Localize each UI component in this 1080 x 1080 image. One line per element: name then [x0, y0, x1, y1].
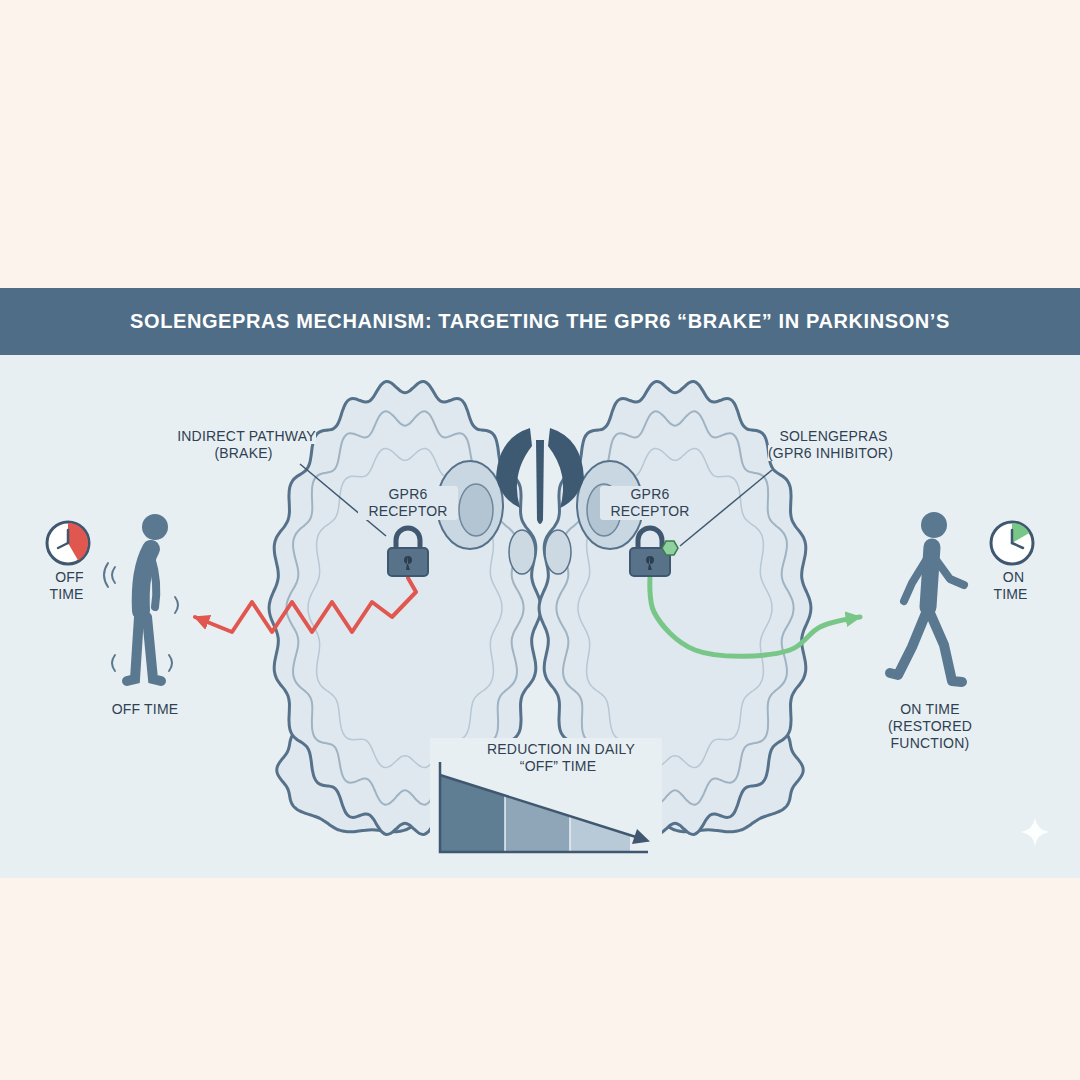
chart-area	[441, 776, 505, 851]
gyri-line	[578, 449, 772, 768]
clock-face	[991, 522, 1033, 564]
chart-title: REDUCTION IN DAILY “OFF” TIME	[484, 741, 635, 774]
panel-ground	[0, 355, 1080, 878]
clock-hand	[1012, 543, 1023, 548]
arm	[151, 557, 156, 607]
lock-shackle	[638, 528, 662, 550]
arm	[904, 557, 928, 601]
lock-body	[388, 548, 428, 576]
tremor-line	[169, 655, 172, 671]
clock-hand	[67, 530, 70, 543]
leg	[890, 613, 926, 675]
reduction-chart	[430, 738, 662, 862]
leg	[930, 613, 962, 682]
clock-wedge	[1012, 523, 1029, 543]
node-label: GPR6 RECEPTOR	[600, 486, 700, 520]
clock-label: OFF TIME	[49, 569, 86, 602]
person-on	[860, 505, 1000, 693]
clock-label: ON TIME	[993, 569, 1030, 602]
inhibitor-molecule	[662, 541, 678, 555]
receptor-lock	[620, 524, 680, 578]
trend-arrow	[440, 775, 636, 837]
trend-arrowhead	[632, 829, 650, 844]
head	[921, 512, 947, 538]
title-bar-text: SOLENGEPRAS MECHANISM: TARGETING THE GPR…	[0, 288, 1080, 355]
chart-ground	[430, 738, 662, 862]
putamen	[459, 484, 493, 536]
patient-node: OFF TIME	[95, 505, 195, 718]
node-label: OFF TIME	[109, 701, 182, 718]
chart-area	[505, 796, 570, 851]
receptor-node: GPR6 RECEPTOR	[600, 486, 700, 578]
on-clock	[991, 522, 1033, 564]
pathway-label: INDIRECT PATHWAY (BRAKE)	[174, 428, 316, 461]
chart-title-box: REDUCTION IN DAILY “OFF” TIME	[472, 741, 647, 775]
tremor-line	[104, 563, 108, 587]
drug-label-box: SOLENGEPRAS (GPR6 INHIBITOR)	[766, 428, 898, 462]
leg	[147, 617, 161, 681]
thalamus	[545, 530, 571, 574]
clock-label-box: ON TIME	[987, 569, 1037, 603]
arm	[934, 557, 964, 585]
ventricle	[548, 428, 584, 508]
pathway-label-box: INDIRECT PATHWAY (BRAKE)	[170, 428, 320, 462]
title-bar	[0, 288, 1080, 355]
drug-label: SOLENGEPRAS (GPR6 INHIBITOR)	[768, 428, 896, 461]
chart-divider	[504, 796, 506, 851]
pathway-arrow	[650, 578, 860, 656]
keyhole	[646, 556, 654, 570]
node-label: GPR6 RECEPTOR	[358, 486, 458, 520]
tremor-line	[112, 655, 115, 671]
brain-illustration	[269, 382, 811, 835]
person-off	[95, 505, 195, 693]
off-clock	[47, 522, 89, 564]
lock-shackle	[396, 528, 420, 550]
leg	[127, 617, 139, 681]
sparkle-mark	[1021, 818, 1049, 846]
clock-label-box: OFF TIME	[43, 569, 93, 603]
clock-face	[47, 522, 89, 564]
chart-divider	[569, 817, 571, 851]
patient-node: ON TIME (RESTORED FUNCTION)	[860, 505, 1000, 752]
thalamus	[509, 530, 535, 574]
tremor-line	[175, 597, 178, 613]
clock-hand	[58, 543, 68, 548]
clock-hand	[1011, 530, 1014, 543]
clock-wedge	[68, 523, 88, 560]
head	[142, 514, 168, 540]
receptor-node: GPR6 RECEPTOR	[358, 486, 458, 578]
ventricle	[496, 428, 532, 508]
node-label: ON TIME (RESTORED FUNCTION)	[860, 701, 1000, 752]
third-ventricle	[536, 440, 544, 524]
chart-axes	[440, 762, 648, 852]
receptor-lock	[378, 524, 438, 578]
keyhole	[404, 556, 412, 570]
tremor-line	[112, 567, 115, 583]
title: SOLENGEPRAS MECHANISM: TARGETING THE GPR…	[130, 310, 950, 333]
chart-area	[570, 817, 630, 851]
pathway-arrow	[195, 578, 416, 632]
